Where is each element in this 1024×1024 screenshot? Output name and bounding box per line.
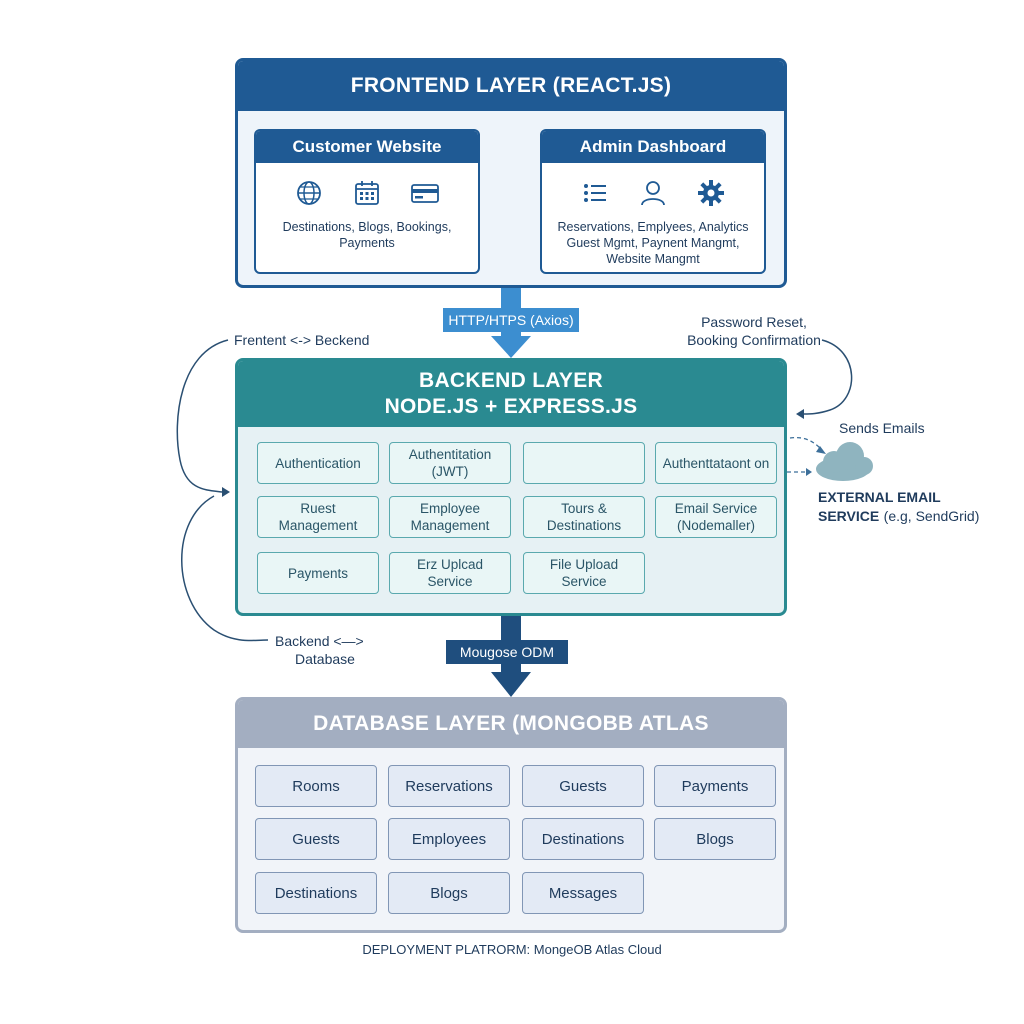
external-email-service: EXTERNAL EMAIL SERVICE (e.g, SendGrid): [818, 488, 979, 526]
customer-desc-line: Payments: [339, 236, 395, 250]
credit-card-icon: [411, 184, 439, 203]
sends-emails-dash-1-head: [816, 446, 826, 454]
database-layer-title: DATABASE LAYER (MONGOBB ATLAS: [238, 700, 784, 748]
admin-desc-line: Guest Mgmt, Paynent Mangmt,: [566, 236, 740, 250]
admin-icons: [542, 177, 764, 209]
gear-icon: [698, 180, 724, 206]
backend-database-line: Backend <—>: [275, 633, 364, 649]
user-icon: [641, 181, 665, 206]
customer-desc-line: Destinations, Blogs, Bookings,: [282, 220, 452, 234]
collection-rooms: Rooms: [255, 765, 377, 807]
email-note-arrowhead: [796, 409, 804, 419]
deployment-platform-label: DEPLOYMENT PLATRORM: MongeOB Atlas Cloud: [362, 942, 662, 957]
backend-title-line: BACKEND LAYER: [419, 369, 603, 392]
odm-arrow-head: [491, 672, 531, 697]
collection-blogs-2: Blogs: [388, 872, 510, 914]
collection-messages: Messages: [522, 872, 644, 914]
list-icon: [584, 184, 606, 202]
collection-employees: Employees: [388, 818, 510, 860]
service-upload-alt: Erz Uplcad Service: [389, 552, 511, 594]
service-tours-destinations: Tours & Destinations: [523, 496, 645, 538]
email-note-line: Password Reset,: [701, 314, 807, 330]
backend-layer-title: BACKEND LAYER NODE.JS + EXPRESS.JS: [238, 361, 784, 427]
odm-connector-label: Mougose ODM: [446, 640, 568, 664]
customer-website-title: Customer Website: [256, 131, 478, 163]
email-note: Password Reset, Booking Confirmation: [684, 313, 824, 349]
admin-desc-line: Website Mangmt: [606, 252, 700, 266]
backend-database-label: Backend <—> Database: [275, 632, 364, 668]
external-title-row: SERVICE (e.g, SendGrid): [818, 507, 979, 526]
collection-destinations: Destinations: [522, 818, 644, 860]
frontend-backend-curve: [176, 339, 229, 493]
http-connector-label: HTTP/HTPS (Axios): [443, 308, 579, 332]
service-authentication-alt: Authenttataont on: [655, 442, 777, 484]
calendar-icon: [355, 181, 379, 205]
service-email: Email Service (Nodemaller): [655, 496, 777, 538]
admin-dashboard-title: Admin Dashboard: [542, 131, 764, 163]
service-authentication: Authentication: [257, 442, 379, 484]
backend-title-line: NODE.JS + EXPRESS.JS: [384, 395, 638, 418]
collection-guests: Guests: [522, 765, 644, 807]
collection-destinations-2: Destinations: [255, 872, 377, 914]
sends-emails-dash-2-head: [806, 468, 812, 476]
email-note-line: Booking Confirmation: [687, 332, 821, 348]
service-authentication-jwt: Authentitation (JWT): [389, 442, 511, 484]
service-empty: [523, 442, 645, 484]
customer-icons: [256, 177, 478, 209]
http-arrow-head: [491, 336, 531, 358]
globe-icon: [297, 181, 321, 205]
database-layer: DATABASE LAYER (MONGOBB ATLAS Rooms Rese…: [235, 697, 787, 933]
frontend-layer: FRONTEND LAYER (REACT.JS) Customer Websi…: [235, 58, 787, 288]
cloud-icon: [816, 442, 873, 481]
admin-dashboard-card: Admin Dashboard: [540, 129, 766, 274]
service-guest-management: Ruest Management: [257, 496, 379, 538]
sends-emails-label: Sends Emails: [839, 420, 925, 436]
backend-database-line: Database: [295, 651, 355, 667]
external-subtitle: (e.g, SendGrid): [883, 508, 980, 524]
sends-emails-dash-1: [789, 436, 823, 451]
frontend-backend-label: Frentent <-> Beckend: [234, 332, 370, 348]
backend-layer: BACKEND LAYER NODE.JS + EXPRESS.JS Authe…: [235, 358, 787, 616]
collection-reservations: Reservations: [388, 765, 510, 807]
external-title-line: SERVICE: [818, 508, 880, 524]
collection-guests-2: Guests: [255, 818, 377, 860]
service-file-upload: File Upload Service: [523, 552, 645, 594]
email-note-curve: [803, 339, 853, 415]
frontend-backend-arrowhead: [222, 487, 230, 497]
admin-dashboard-description: Reservations, Emplyees, Analytics Guest …: [542, 219, 764, 267]
customer-website-description: Destinations, Blogs, Bookings, Payments: [256, 219, 478, 251]
admin-desc-line: Reservations, Emplyees, Analytics: [557, 220, 749, 234]
external-title-line: EXTERNAL EMAIL: [818, 489, 941, 505]
service-employee-management: Employee Management: [389, 496, 511, 538]
collection-payments: Payments: [654, 765, 776, 807]
customer-website-card: Customer Website: [254, 129, 480, 274]
frontend-layer-title: FRONTEND LAYER (REACT.JS): [238, 61, 784, 111]
collection-blogs: Blogs: [654, 818, 776, 860]
backend-database-curve: [181, 495, 269, 642]
service-payments: Payments: [257, 552, 379, 594]
